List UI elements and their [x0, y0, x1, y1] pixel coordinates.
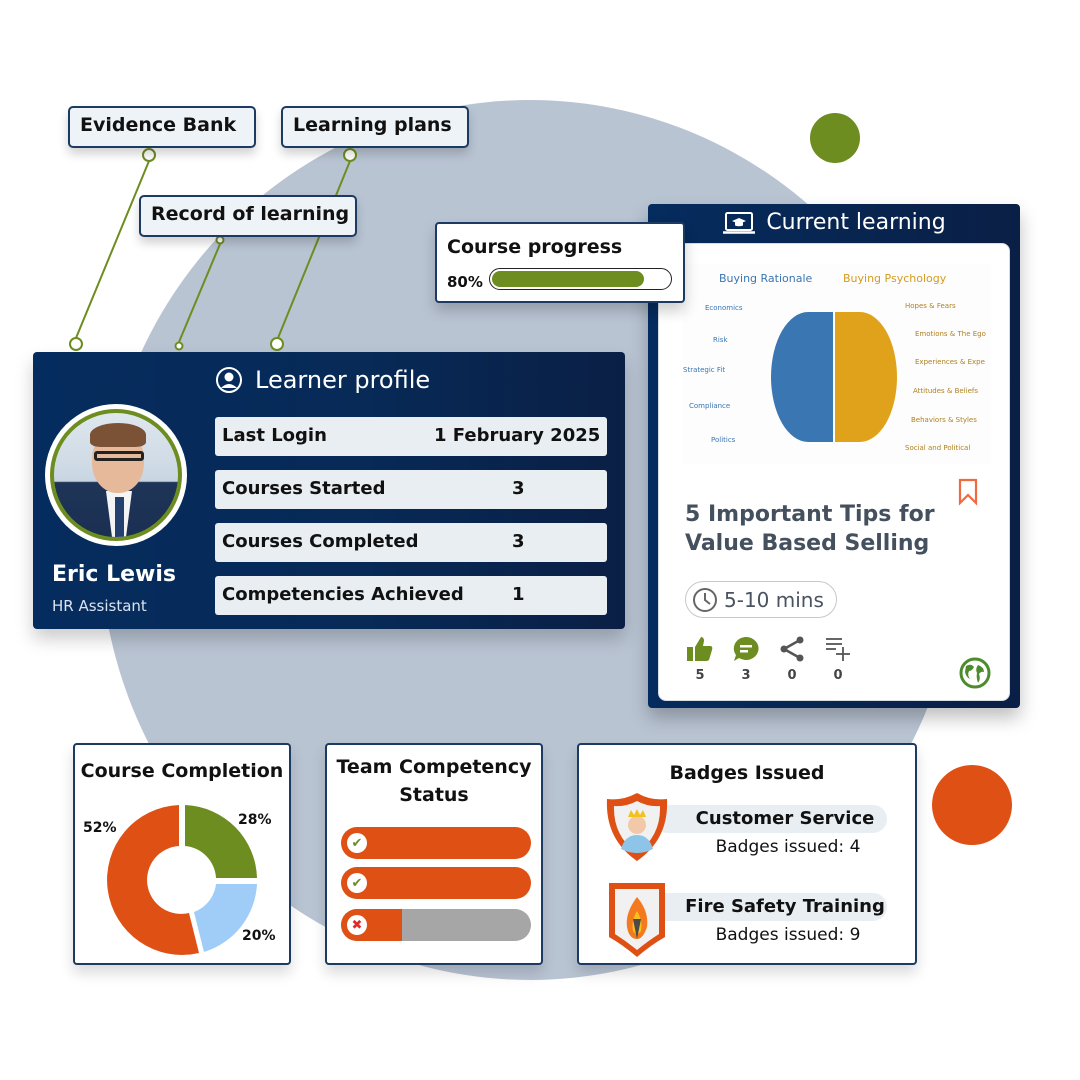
learner-profile-title: Learner profile [255, 366, 431, 394]
team-competency-card: Team Competency Status ✔ ✔ ✖ [325, 743, 543, 965]
competency-bar: ✔ [341, 827, 531, 859]
learner-role: HR Assistant [52, 597, 147, 615]
current-learning-header: Current learning [648, 210, 1020, 235]
globe-icon[interactable] [959, 657, 991, 689]
course-thumbnail[interactable]: Buying Rationale Buying Psychology Econo… [683, 264, 991, 464]
image-label: Strategic Fit [683, 366, 726, 374]
stat-label: Courses Started [222, 478, 386, 499]
stat-value: 3 [512, 531, 525, 552]
course-completion-title: Course Completion [80, 760, 284, 782]
course-title[interactable]: 5 Important Tips for Value Based Selling [685, 502, 935, 556]
badge-item[interactable]: Fire Safety Training Badges issued: 9 [603, 879, 893, 957]
stat-label: Last Login [222, 425, 327, 446]
bookmark-icon[interactable] [957, 478, 979, 506]
thumbs-up-icon [687, 637, 713, 661]
image-label: Experiences & Expe [915, 358, 985, 366]
image-left-heading: Buying Rationale [719, 272, 813, 285]
course-progress-fill [492, 271, 645, 287]
competency-bar: ✖ [341, 909, 531, 941]
stat-value: 1 February 2025 [434, 425, 601, 446]
stat-value: 1 [512, 584, 525, 605]
image-right-heading: Buying Psychology [843, 272, 947, 285]
completion-label-orange: 52% [83, 820, 117, 836]
badge-name: Fire Safety Training [653, 893, 887, 921]
playlist-count: 0 [833, 668, 843, 683]
course-progress-bar [489, 268, 672, 290]
image-label: Attitudes & Beliefs [913, 387, 979, 395]
completion-label-green: 28% [238, 812, 272, 828]
share-count: 0 [787, 668, 797, 683]
decorative-green-dot [810, 113, 860, 163]
stat-row-competencies-achieved: Competencies Achieved 1 [215, 576, 607, 615]
current-learning-title: Current learning [766, 210, 946, 235]
badge-count: Badges issued: 4 [715, 837, 861, 857]
learner-profile-header: Learner profile [215, 366, 430, 394]
badge-item[interactable]: Customer Service Badges issued: 4 [603, 791, 893, 863]
image-label: Hopes & Fears [905, 302, 956, 310]
like-count: 5 [695, 668, 705, 683]
image-label: Behaviors & Styles [911, 416, 977, 424]
badges-issued-card: Badges Issued Customer Service Badges is… [577, 743, 917, 965]
course-progress-percent: 80% [447, 273, 483, 291]
learning-plans-tag[interactable]: Learning plans [281, 106, 469, 148]
check-icon: ✔ [347, 873, 367, 893]
stat-label: Courses Completed [222, 531, 419, 552]
course-completion-card: Course Completion 52% 28% 20% [73, 743, 291, 965]
share-icon [780, 636, 804, 662]
badge-name: Customer Service [653, 805, 887, 833]
comment-count: 3 [741, 668, 751, 683]
clock-icon [693, 587, 717, 612]
comment-button[interactable]: 3 [731, 636, 761, 683]
course-completion-donut [107, 805, 257, 955]
customer-service-badge-icon [606, 793, 668, 861]
course-card[interactable]: Buying Rationale Buying Psychology Econo… [658, 243, 1010, 701]
stat-value: 3 [512, 478, 525, 499]
laptop-graduation-icon [723, 211, 756, 234]
learner-name: Eric Lewis [52, 562, 177, 587]
image-label: Compliance [689, 402, 731, 410]
brain-left-icon [771, 312, 833, 442]
cross-icon: ✖ [347, 915, 367, 935]
like-button[interactable]: 5 [685, 636, 715, 683]
comment-icon [733, 636, 759, 661]
image-label: Social and Political [905, 444, 971, 452]
team-competency-title: Team Competency Status [336, 756, 532, 806]
image-label: Emotions & The Ego [915, 330, 986, 338]
evidence-bank-tag[interactable]: Evidence Bank [68, 106, 256, 148]
decorative-orange-dot [932, 765, 1012, 845]
duration-badge: 5-10 mins [685, 581, 837, 618]
fire-safety-badge-icon [609, 883, 665, 957]
brain-right-icon [835, 312, 897, 442]
image-label: Politics [711, 436, 736, 444]
course-progress-card: Course progress 80% [435, 222, 685, 303]
add-to-playlist-icon [826, 638, 850, 661]
image-label: Risk [713, 336, 728, 344]
stat-label: Competencies Achieved [222, 584, 464, 605]
share-button[interactable]: 0 [777, 636, 807, 683]
add-to-playlist-button[interactable]: 0 [823, 636, 853, 683]
user-circle-icon [216, 367, 242, 393]
stat-row-courses-started: Courses Started 3 [215, 470, 607, 509]
duration-text: 5-10 mins [724, 587, 824, 612]
badges-issued-title: Badges Issued [669, 762, 825, 784]
profile-stats: Last Login 1 February 2025 Courses Start… [215, 417, 607, 629]
course-actions: 5 3 0 0 [685, 636, 853, 683]
check-icon: ✔ [347, 833, 367, 853]
completion-label-blue: 20% [242, 928, 276, 944]
stat-row-courses-completed: Courses Completed 3 [215, 523, 607, 562]
image-label: Economics [705, 304, 743, 312]
learner-profile-card: Learner profile Eric Lewis HR Assistant … [33, 352, 625, 629]
current-learning-panel: Current learning Buying Rationale Buying… [648, 204, 1020, 708]
competency-bar: ✔ [341, 867, 531, 899]
course-progress-title: Course progress [447, 236, 623, 258]
avatar [45, 404, 187, 546]
badge-count: Badges issued: 9 [715, 925, 861, 945]
record-of-learning-tag[interactable]: Record of learning [139, 195, 357, 237]
stat-row-last-login: Last Login 1 February 2025 [215, 417, 607, 456]
